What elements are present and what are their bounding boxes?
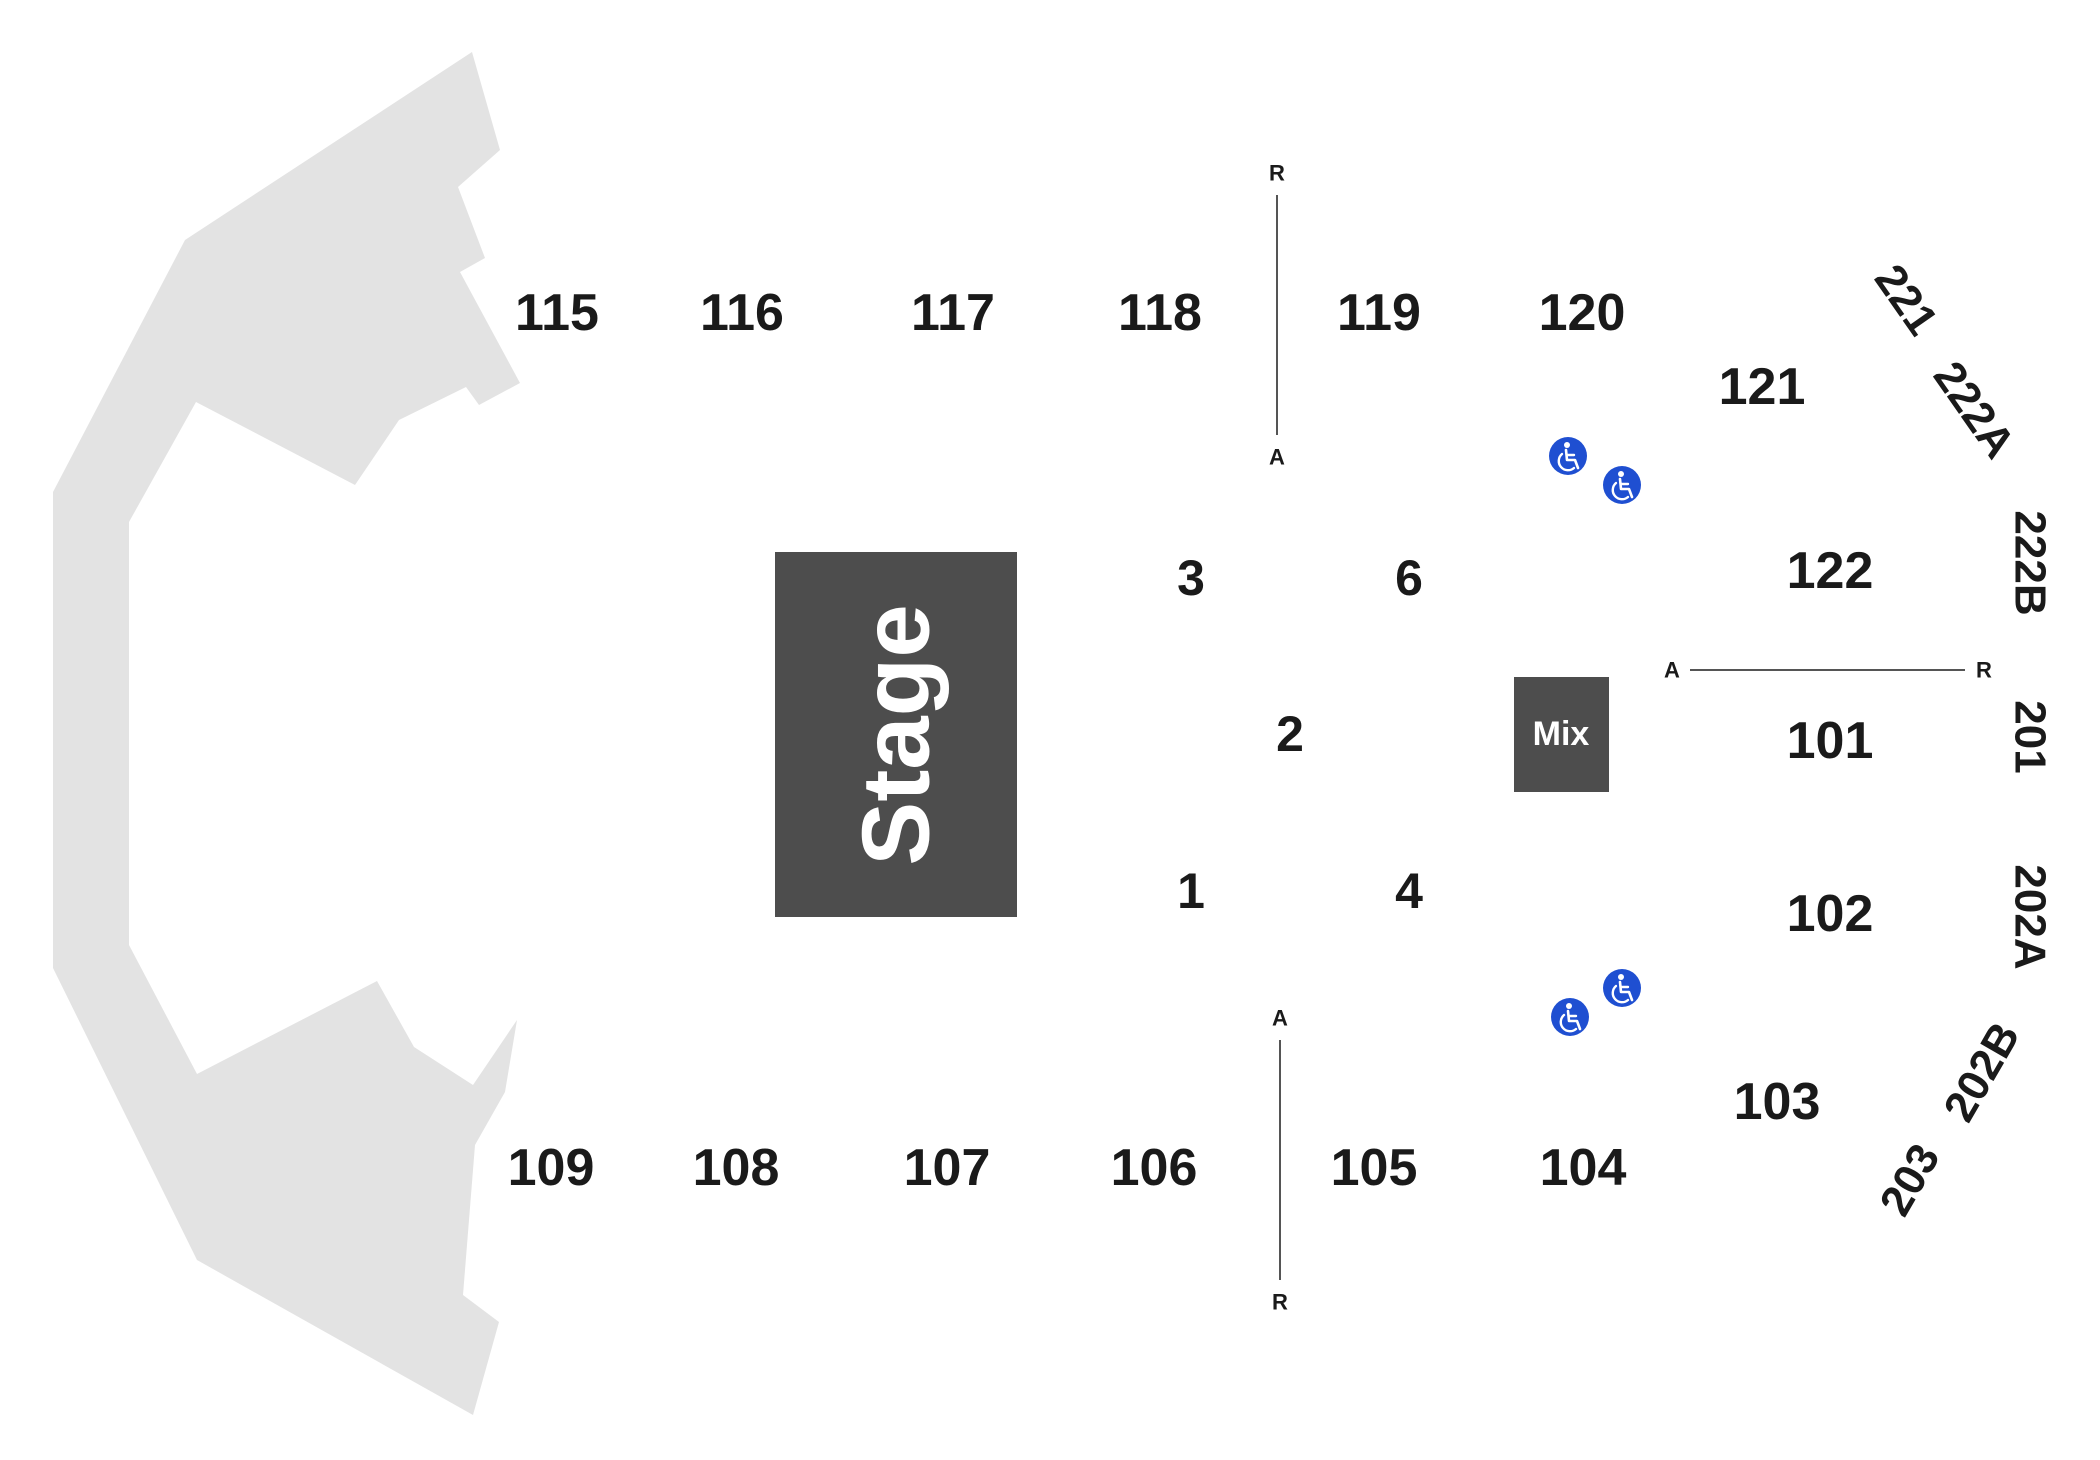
floor-section-1[interactable]: 1 <box>1177 863 1205 919</box>
section-122[interactable]: 122 <box>1787 542 1874 600</box>
row-marker-right-r: R <box>1976 658 1992 683</box>
wheelchair-accessible-icon <box>1601 464 1643 506</box>
section-118[interactable]: 118 <box>1118 284 1202 342</box>
section-116[interactable]: 116 <box>700 284 784 342</box>
section-203[interactable]: 203 <box>1870 1136 1949 1224</box>
row-marker-top-a: A <box>1269 445 1285 470</box>
unavailable-seating-area <box>53 52 520 1415</box>
section-221[interactable]: 221 <box>1865 256 1947 344</box>
section-201[interactable]: 201 <box>2006 700 2055 773</box>
row-marker-bottom-r: R <box>1272 1290 1288 1315</box>
section-104[interactable]: 104 <box>1540 1139 1627 1197</box>
section-202a[interactable]: 202A <box>2006 864 2055 969</box>
mix-label: Mix <box>1533 715 1590 753</box>
wheelchair-accessible-icon <box>1601 967 1643 1009</box>
section-105[interactable]: 105 <box>1331 1139 1418 1197</box>
section-117[interactable]: 117 <box>911 284 995 342</box>
section-101[interactable]: 101 <box>1787 712 1874 770</box>
section-103[interactable]: 103 <box>1734 1073 1821 1131</box>
section-109[interactable]: 109 <box>508 1139 595 1197</box>
stage-label: Stage <box>843 604 950 865</box>
section-107[interactable]: 107 <box>904 1139 991 1197</box>
section-102[interactable]: 102 <box>1787 885 1874 943</box>
floor-section-3[interactable]: 3 <box>1177 550 1205 606</box>
section-222a[interactable]: 222A <box>1924 353 2024 467</box>
stage <box>775 552 1017 917</box>
wheelchair-accessible-icon <box>1549 996 1591 1038</box>
row-marker-bottom-a: A <box>1272 1006 1288 1031</box>
floor-section-6[interactable]: 6 <box>1395 550 1423 606</box>
section-106[interactable]: 106 <box>1111 1139 1198 1197</box>
section-222b[interactable]: 222B <box>2006 510 2055 615</box>
mix-position <box>1514 677 1609 792</box>
section-115[interactable]: 115 <box>515 284 599 342</box>
row-marker-right-a: A <box>1664 658 1680 683</box>
floor-section-4[interactable]: 4 <box>1395 863 1423 919</box>
section-202b[interactable]: 202B <box>1934 1014 2029 1130</box>
section-120[interactable]: 120 <box>1539 284 1626 342</box>
floor-section-2[interactable]: 2 <box>1276 706 1304 762</box>
section-108[interactable]: 108 <box>693 1139 780 1197</box>
wheelchair-accessible-icon <box>1547 435 1589 477</box>
section-119[interactable]: 119 <box>1337 284 1421 342</box>
row-marker-top-r: R <box>1269 161 1285 186</box>
section-121[interactable]: 121 <box>1719 358 1806 416</box>
